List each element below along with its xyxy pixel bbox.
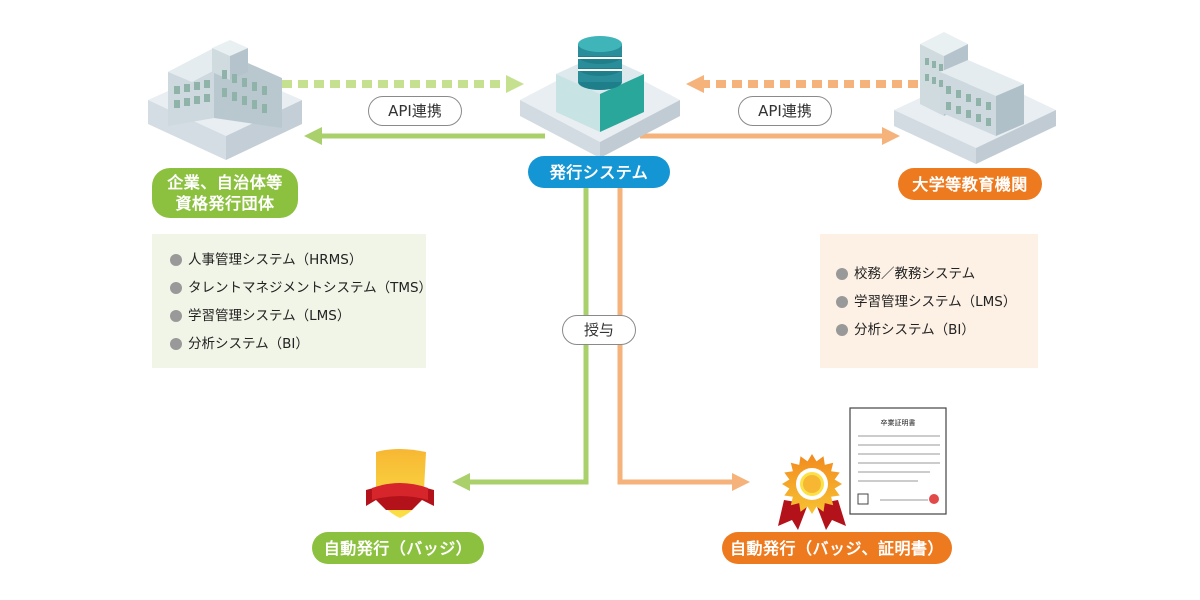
left-system-item: 分析システム（BI） [170,330,426,358]
org-label-left-line1: 企業、自治体等 [167,173,283,192]
office-building-icon [148,40,302,160]
left-system-item: 人事管理システム（HRMS） [170,246,426,274]
grant-label: 授与 [562,315,636,345]
issuing-system-label: 発行システム [528,156,670,188]
auto-issue-label-left: 自動発行（バッジ） [312,532,484,564]
api-arrow-right-to-center [686,75,918,93]
right-system-item: 校務／教務システム [836,260,1038,288]
right-system-item: 学習管理システム（LMS） [836,288,1038,316]
certificate-document-icon: 卒業証明書 [849,407,947,515]
api-arrow-center-to-left [304,127,545,145]
api-arrow-center-to-right [640,127,900,145]
org-label-left-line2: 資格発行団体 [175,194,275,213]
left-system-item: タレントマネジメントシステム（TMS） [170,274,432,302]
api-link-label-left: API連携 [368,96,462,126]
university-building-icon [894,32,1056,164]
right-system-item: 分析システム（BI） [836,316,1038,344]
left-systems-panel: 人事管理システム（HRMS） タレントマネジメントシステム（TMS） 学習管理シ… [152,234,432,368]
grant-arrow-to-right-badge [617,185,750,491]
org-label-left: 企業、自治体等 資格発行団体 [152,168,298,218]
shield-badge-icon [366,449,434,518]
right-systems-panel: 校務／教務システム 学習管理システム（LMS） 分析システム（BI） [820,234,1038,368]
grant-arrow-to-left-badge [452,185,589,491]
auto-issue-label-right: 自動発行（バッジ、証明書） [722,532,952,564]
api-link-label-right: API連携 [738,96,832,126]
certificate-title: 卒業証明書 [881,418,916,427]
rosette-badge-icon [778,454,846,530]
database-server-icon [520,36,680,158]
org-label-right: 大学等教育機関 [898,168,1042,200]
api-arrow-left-to-center [282,75,524,93]
left-system-item: 学習管理システム（LMS） [170,302,426,330]
